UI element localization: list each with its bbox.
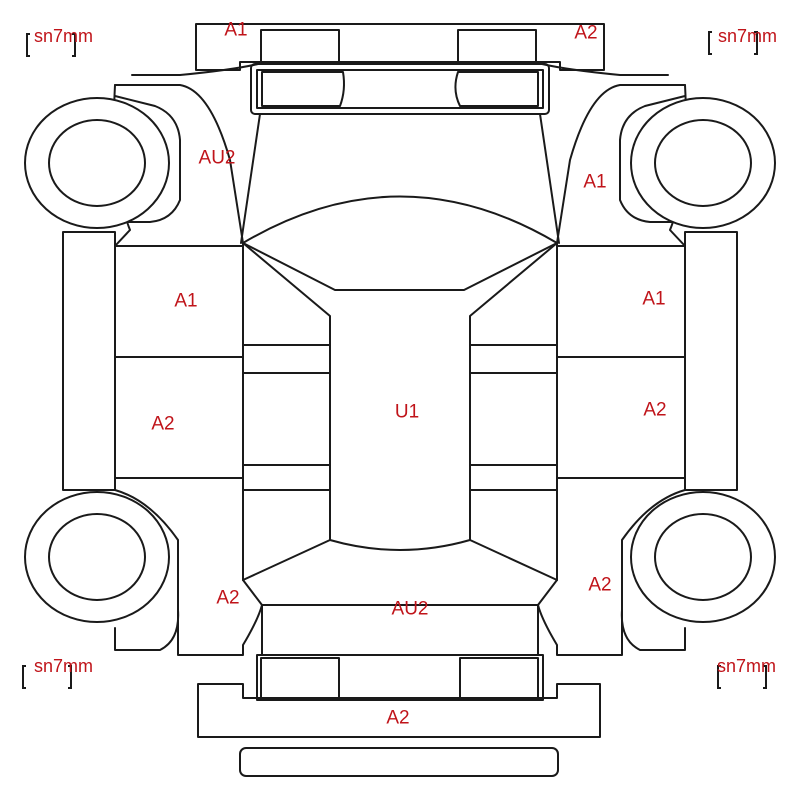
body-outline [242, 242, 558, 581]
front-bumper-right-code: A2 [574, 22, 598, 44]
wheel-rear-right [620, 491, 776, 651]
hood-outline [240, 113, 560, 291]
left-rear-door-code: A2 [151, 413, 175, 435]
front-grille-outline [250, 63, 550, 115]
right-front-fender-code: A1 [583, 171, 607, 193]
wheel-front-right [619, 95, 776, 229]
roof-code: U1 [394, 401, 420, 423]
tailgate-outline [256, 654, 544, 701]
right-rear-door-code: A2 [643, 399, 667, 421]
wheel-rear-left [24, 491, 180, 651]
tire-bracket-rear-right [717, 665, 767, 689]
tire-front-left-tread: sn7mm [34, 26, 94, 46]
hood-code: AU2 [198, 147, 236, 169]
tire-bracket-front-right [708, 31, 758, 55]
tire-bracket-front-left [26, 33, 76, 57]
tire-rear-left-tread: sn7mm [34, 656, 94, 676]
front-bumper-outline [195, 23, 605, 71]
tire-rear-right-tread: sn7mm [717, 656, 777, 676]
tire-front-right-tread: sn7mm [718, 26, 778, 46]
right-front-door-code: A1 [642, 288, 666, 310]
rear-bumper-code: A2 [386, 707, 410, 729]
left-front-door-code: A1 [174, 290, 198, 312]
tire-bracket-rear-left [22, 665, 72, 689]
trunk-code: AU2 [391, 598, 429, 620]
rear-bumper-outline [197, 683, 601, 777]
rear-quarter-outline [114, 489, 686, 656]
right-rear-quarter-code: A2 [588, 574, 612, 596]
left-rear-quarter-code: A2 [216, 587, 240, 609]
front-bumper-left-code: A1 [224, 19, 248, 41]
right-side-panels [541, 63, 738, 491]
wheel-front-left [24, 95, 181, 229]
